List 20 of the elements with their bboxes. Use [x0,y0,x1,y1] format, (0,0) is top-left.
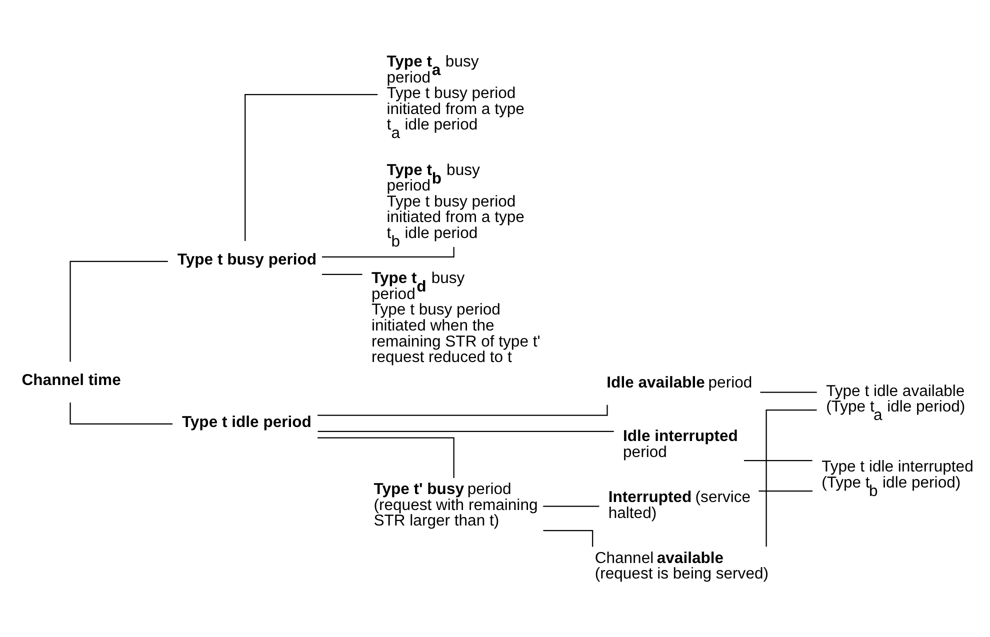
node-text: Idle interrupted period [623,428,738,460]
node-text: Idle available period [606,374,752,391]
connector [766,408,817,546]
connector [244,93,378,240]
node-text: Type t idle period [182,413,312,430]
connector [758,490,813,492]
node-text: Type t' busy period (request with remaining STR larger than t) [374,480,538,530]
connector [70,402,172,424]
connector [322,273,362,274]
node-text: Type t busy period [177,251,317,268]
connector [318,430,614,432]
node-text: Channel available (request is being served) [594,549,769,582]
node-text: Interrupted (service halted) [608,488,751,522]
connector [70,260,168,362]
connector [318,436,454,478]
node-text: Channel time [22,372,121,389]
connector [744,460,812,461]
connector [543,529,594,546]
connector [543,505,600,506]
connector [760,391,817,392]
